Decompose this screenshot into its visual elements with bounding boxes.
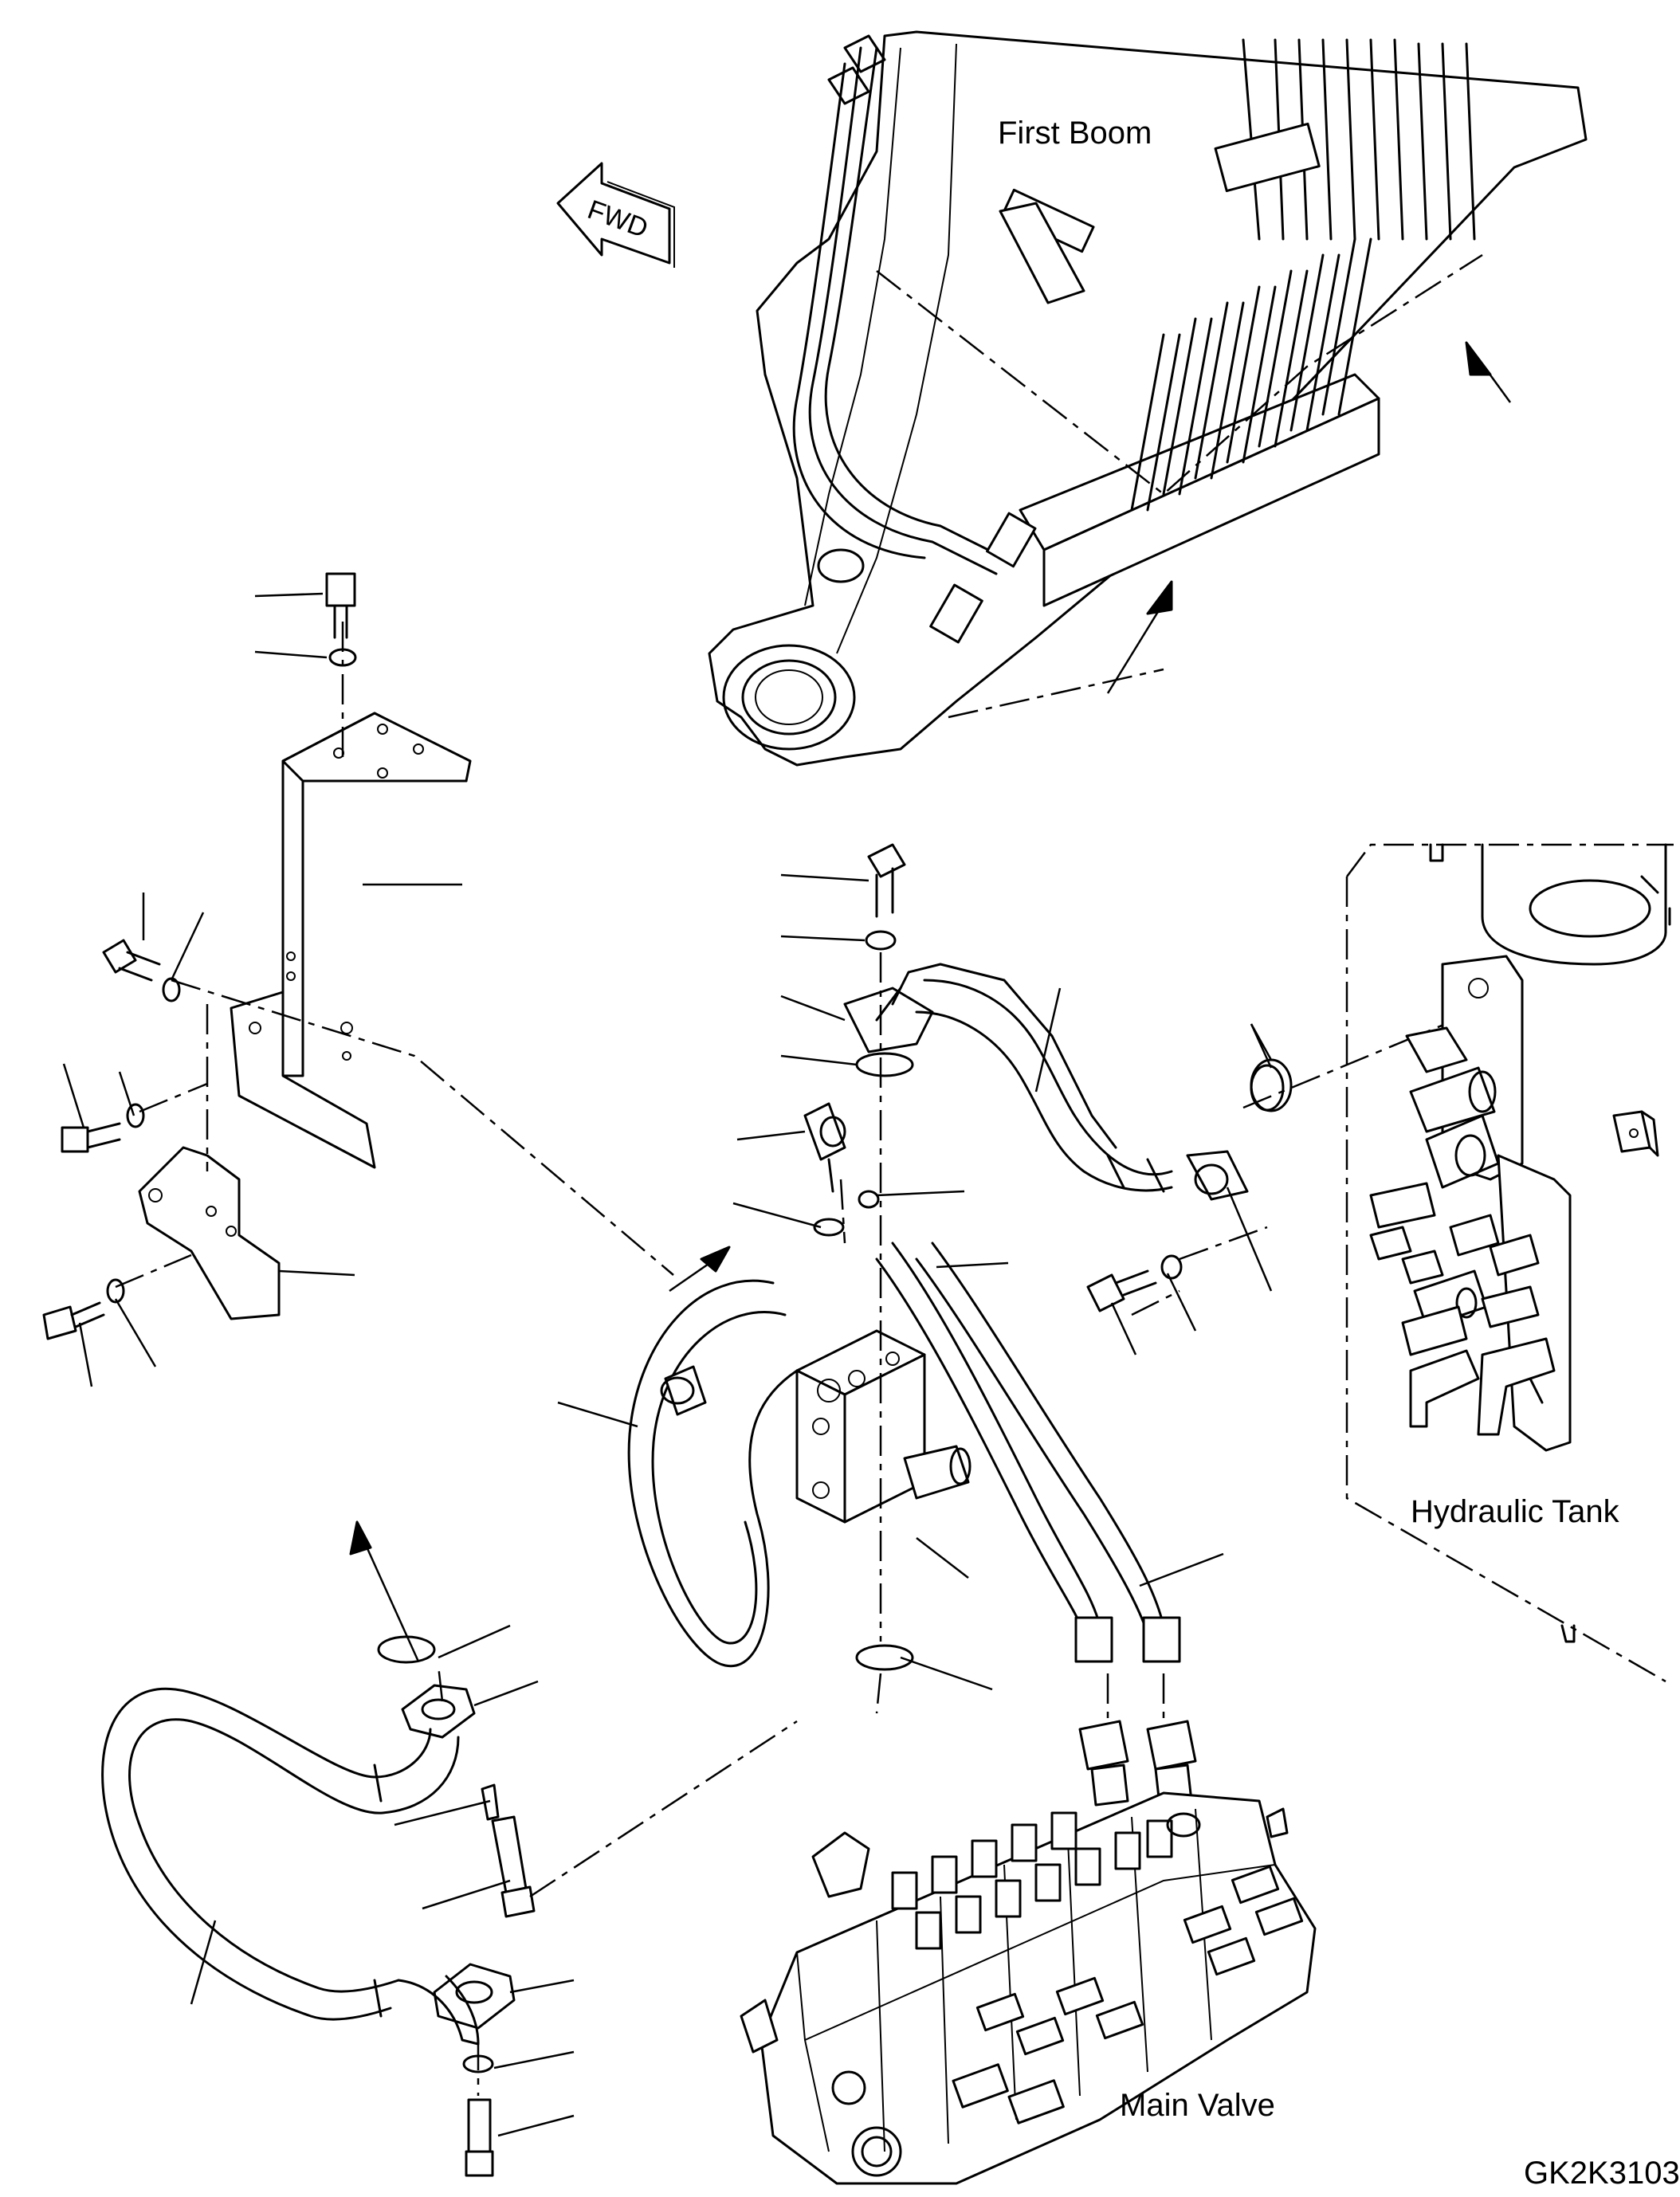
hydraulic-tank-label: Hydraulic Tank — [1411, 1494, 1620, 1529]
main-valve-label: Main Valve — [1120, 2088, 1275, 2123]
hydraulic-tank: Hydraulic Tank — [1250, 843, 1674, 1683]
first-boom — [708, 30, 1588, 767]
lower-suction-hose — [101, 1520, 798, 2177]
fwd-label: FWD — [583, 194, 652, 244]
bracket — [42, 572, 674, 1387]
forward-direction-arrow: FWD — [556, 162, 675, 268]
first-boom-label: First Boom — [998, 116, 1152, 151]
center-assembly — [557, 843, 1475, 1753]
drawing-code: GK2K3103 — [1524, 2156, 1680, 2191]
main-valve: Main Valve — [740, 1720, 1317, 2185]
